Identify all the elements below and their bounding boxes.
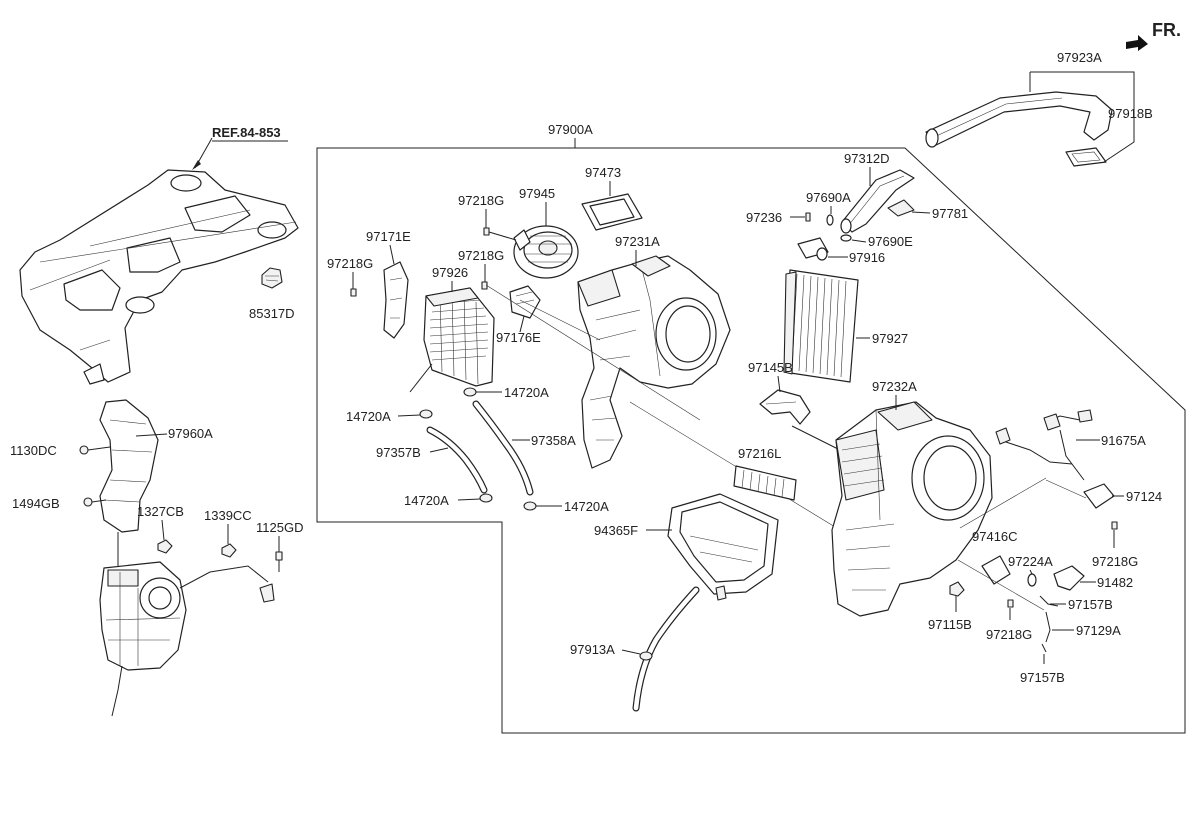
gasket-97473 bbox=[581, 193, 643, 231]
clip-85317d bbox=[261, 267, 283, 289]
label-91482: 91482 bbox=[1097, 575, 1133, 590]
label-97781: 97781 bbox=[932, 206, 968, 221]
rear-duct bbox=[99, 399, 159, 533]
label-1327cb: 1327CB bbox=[137, 504, 184, 519]
label-97918b: 97918B bbox=[1108, 106, 1153, 121]
heater-core-97926 bbox=[423, 287, 495, 387]
hose-97312d bbox=[840, 169, 915, 234]
label-94365f: 94365F bbox=[594, 523, 638, 538]
label-97913a: 97913A bbox=[570, 642, 615, 657]
rear-duct-97923a bbox=[925, 91, 1113, 148]
evaporator-97927 bbox=[783, 269, 859, 383]
heater-module bbox=[99, 561, 275, 717]
rod-97157b-a bbox=[1039, 595, 1059, 607]
blower-case-97231a bbox=[577, 255, 731, 469]
label-97231a: 97231A bbox=[615, 234, 660, 249]
label-1494gb: 1494GB bbox=[12, 496, 60, 511]
label-97218g-d: 97218G bbox=[1092, 554, 1138, 569]
screw-97218g-a bbox=[483, 227, 490, 236]
label-97312d: 97312D bbox=[844, 151, 890, 166]
front-direction-arrow bbox=[1126, 35, 1148, 51]
label-85317d: 85317D bbox=[249, 306, 295, 321]
label-14720a-c: 14720A bbox=[404, 493, 449, 508]
clamp-14720a-d bbox=[523, 501, 537, 511]
label-97216l: 97216L bbox=[738, 446, 781, 461]
bracket-91482 bbox=[1053, 565, 1085, 591]
filter-cover-94365f bbox=[667, 493, 779, 601]
label-97473: 97473 bbox=[585, 165, 621, 180]
label-97218g-c: 97218G bbox=[327, 256, 373, 271]
label-97157b-b: 97157B bbox=[1020, 670, 1065, 685]
rod-97157b-b bbox=[1041, 643, 1047, 653]
label-97218g-a: 97218G bbox=[458, 193, 504, 208]
label-97960a: 97960A bbox=[168, 426, 213, 441]
label-97900a: 97900A bbox=[548, 122, 593, 137]
bracket-97145b bbox=[759, 389, 811, 425]
actuator-97176e bbox=[509, 285, 541, 319]
ref-label: REF.84-853 bbox=[212, 125, 281, 140]
nut-1339cc bbox=[221, 543, 237, 558]
wiring-harness-91675a bbox=[995, 409, 1093, 481]
screw-97218g-c bbox=[350, 288, 357, 297]
label-97232a: 97232A bbox=[872, 379, 917, 394]
label-14720a-b: 14720A bbox=[346, 409, 391, 424]
module-97124 bbox=[1083, 483, 1115, 509]
filter-97216l bbox=[733, 465, 797, 501]
sensor-97236 bbox=[805, 212, 811, 222]
cover-panel bbox=[19, 169, 299, 385]
label-97176e: 97176E bbox=[496, 330, 541, 345]
assembly-boundary bbox=[316, 147, 1186, 734]
screw-1130dc bbox=[79, 445, 111, 455]
drain-hose-97913a bbox=[632, 586, 700, 712]
label-97115b: 97115B bbox=[928, 617, 972, 632]
label-97224a: 97224A bbox=[1008, 554, 1053, 569]
label-1125gd: 1125GD bbox=[256, 520, 303, 535]
label-97129a: 97129A bbox=[1076, 623, 1121, 638]
label-97171e: 97171E bbox=[366, 229, 411, 244]
label-1339cc: 1339CC bbox=[204, 508, 252, 523]
hvac-case-97232a bbox=[831, 401, 993, 617]
label-97923a: 97923A bbox=[1057, 50, 1102, 65]
label-1130dc: 1130DC bbox=[10, 443, 57, 458]
blower-motor-97945 bbox=[513, 225, 579, 279]
seal-97918b bbox=[1065, 147, 1107, 167]
label-97358a: 97358A bbox=[531, 433, 576, 448]
clamp-14720a-b bbox=[419, 409, 433, 419]
label-97157b-a: 97157B bbox=[1068, 597, 1113, 612]
label-97945: 97945 bbox=[519, 186, 555, 201]
label-97926: 97926 bbox=[432, 265, 468, 280]
label-97690a: 97690A bbox=[806, 190, 851, 205]
screw-97218g-e bbox=[1007, 599, 1014, 608]
link-97129a bbox=[1045, 611, 1051, 643]
bracket-97171e bbox=[383, 261, 409, 339]
label-97690e: 97690E bbox=[868, 234, 913, 249]
nut-97115b bbox=[949, 581, 965, 597]
label-97145b: 97145B bbox=[748, 360, 793, 375]
nut-1327cb bbox=[157, 539, 173, 554]
label-97218g-b: 97218G bbox=[458, 248, 504, 263]
screw-97218g-d bbox=[1111, 521, 1118, 530]
label-14720a-a: 14720A bbox=[504, 385, 549, 400]
screw-1494gb bbox=[83, 497, 107, 507]
fr-label: FR. bbox=[1152, 20, 1181, 40]
hose-97358a bbox=[472, 400, 534, 496]
label-97124: 97124 bbox=[1126, 489, 1162, 504]
clamp-14720a-a bbox=[463, 387, 477, 397]
label-97218g-e: 97218G bbox=[986, 627, 1032, 642]
label-97416c: 97416C bbox=[972, 529, 1018, 544]
hose-97357b bbox=[426, 426, 488, 494]
screw-1125gd bbox=[275, 551, 283, 572]
valve-97916 bbox=[797, 237, 829, 261]
label-97916: 97916 bbox=[849, 250, 885, 265]
clamp-14720a-c bbox=[479, 493, 493, 503]
label-14720a-d: 14720A bbox=[564, 499, 609, 514]
label-97357b: 97357B bbox=[376, 445, 421, 460]
label-97927: 97927 bbox=[872, 331, 908, 346]
label-91675a: 91675A bbox=[1101, 433, 1146, 448]
bracket-97781 bbox=[887, 199, 915, 217]
oring-97690a bbox=[826, 214, 834, 226]
label-97236: 97236 bbox=[746, 210, 782, 225]
oring-97690e bbox=[840, 234, 852, 242]
